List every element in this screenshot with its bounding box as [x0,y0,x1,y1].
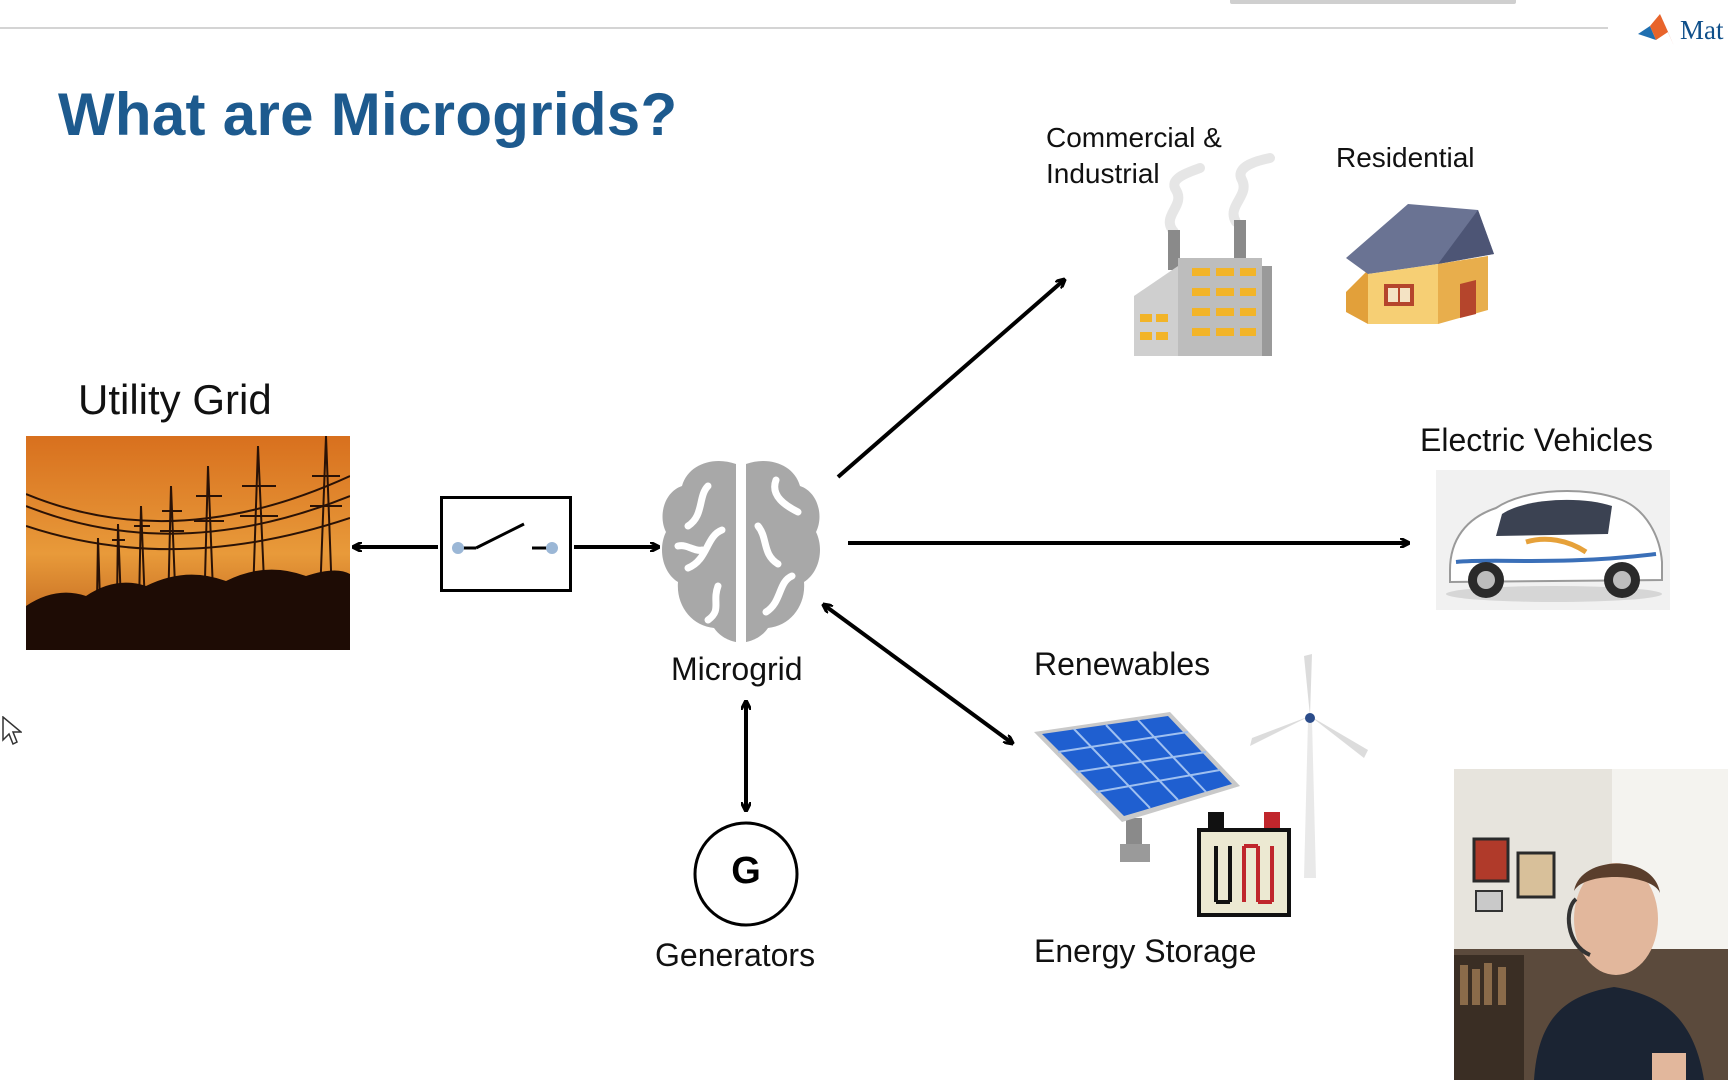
commercial-label-line1: Commercial & [1046,122,1222,153]
arrow-renewables [824,605,1012,743]
commercial-label: Commercial & Industrial [1046,120,1222,192]
switch-icon [440,496,572,592]
power-lines-photo [26,436,350,650]
logo-text: Mat [1680,14,1724,45]
arrow-to-commercial [836,280,1064,479]
solar-panel-icon [1030,708,1246,864]
generator-symbol: G [731,850,761,892]
matlab-logo: Mat [1636,10,1724,50]
commercial-label-line2: Industrial [1046,158,1160,189]
brain-icon [658,456,824,642]
electric-vehicles-label: Electric Vehicles [1420,422,1653,458]
microgrid-label: Microgrid [671,651,803,687]
presenter-webcam [1454,769,1728,1080]
generators-label: Generators [655,937,816,973]
generator-icon [691,819,801,929]
mouse-cursor-icon [2,716,22,746]
battery-icon [1196,806,1292,918]
utility-grid-label: Utility Grid [78,376,272,423]
energy-storage-label: Energy Storage [1034,933,1257,969]
electric-car-icon [1436,470,1670,610]
residential-label: Residential [1336,142,1475,173]
wind-turbine-icon [1250,654,1368,878]
slide-title: What are Microgrids? [58,81,678,148]
matlab-membrane-icon [1638,14,1674,46]
house-icon [1338,184,1502,332]
renewables-label: Renewables [1034,646,1211,682]
header-rule [0,27,1608,29]
top-tab-stub [1230,0,1516,4]
factory-icon [1130,146,1302,360]
